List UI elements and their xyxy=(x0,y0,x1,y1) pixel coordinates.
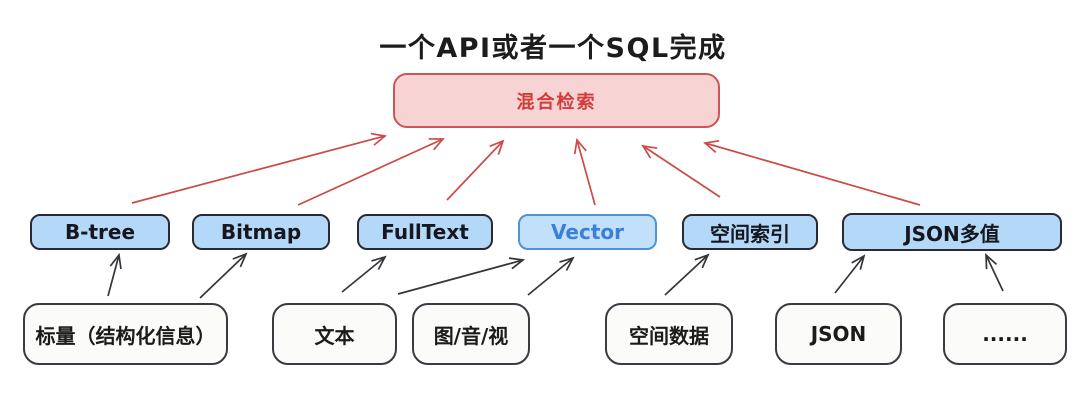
node-json: JSON xyxy=(775,303,902,365)
node-vector: Vector xyxy=(518,214,657,250)
node-label-text: 文本 xyxy=(314,323,355,348)
node-label-media: 图/音/视 xyxy=(433,323,509,348)
node-spatial-index: 空间索引 xyxy=(682,214,818,250)
arrow-spatial-data-to-spatial-index xyxy=(664,253,710,296)
arrow-json-multi-to-hybrid-search xyxy=(703,139,921,206)
node-hybrid-search: 混合检索 xyxy=(393,73,720,128)
arrow-fulltext-to-hybrid-search xyxy=(446,139,505,201)
arrow-scalar-to-bitmap xyxy=(199,252,248,299)
node-label-json-multi: JSON多值 xyxy=(904,221,1000,246)
node-label-spatial-index: 空间索引 xyxy=(710,221,790,246)
node-more: ...... xyxy=(943,303,1067,365)
arrow-scalar-to-b-tree xyxy=(107,252,122,297)
arrow-media-to-vector xyxy=(527,256,575,296)
node-label-scalar: 标量（结构化信息） xyxy=(35,323,216,348)
node-label-b-tree: B-tree xyxy=(64,220,136,244)
node-label-bitmap: Bitmap xyxy=(220,220,302,244)
node-label-hybrid-search: 混合检索 xyxy=(516,91,597,113)
node-label-fulltext: FullText xyxy=(381,220,469,244)
node-label-vector: Vector xyxy=(551,220,624,244)
node-label-json: JSON xyxy=(810,322,867,346)
node-bitmap: Bitmap xyxy=(192,214,330,250)
arrow-vector-to-hybrid-search xyxy=(573,138,596,206)
node-b-tree: B-tree xyxy=(30,214,170,250)
arrow-json-to-json-multi xyxy=(834,254,866,294)
arrow-bitmap-to-hybrid-search xyxy=(297,138,445,206)
node-fulltext: FullText xyxy=(357,214,493,250)
arrow-text-to-fulltext xyxy=(341,255,387,293)
node-spatial-data: 空间数据 xyxy=(605,303,733,365)
node-text: 文本 xyxy=(272,303,397,365)
node-scalar: 标量（结构化信息） xyxy=(23,303,228,365)
node-label-spatial-data: 空间数据 xyxy=(629,323,709,348)
arrow-text-to-vector xyxy=(397,257,526,295)
arrow-b-tree-to-hybrid-search xyxy=(131,132,387,204)
node-label-more: ...... xyxy=(982,322,1028,346)
diagram-title: 一个API或者一个SQL完成 xyxy=(379,33,727,64)
arrow-more-to-json-multi xyxy=(985,253,1004,292)
node-json-multi: JSON多值 xyxy=(842,213,1062,251)
arrow-spatial-index-to-hybrid-search xyxy=(641,144,721,198)
node-media: 图/音/视 xyxy=(412,303,530,365)
